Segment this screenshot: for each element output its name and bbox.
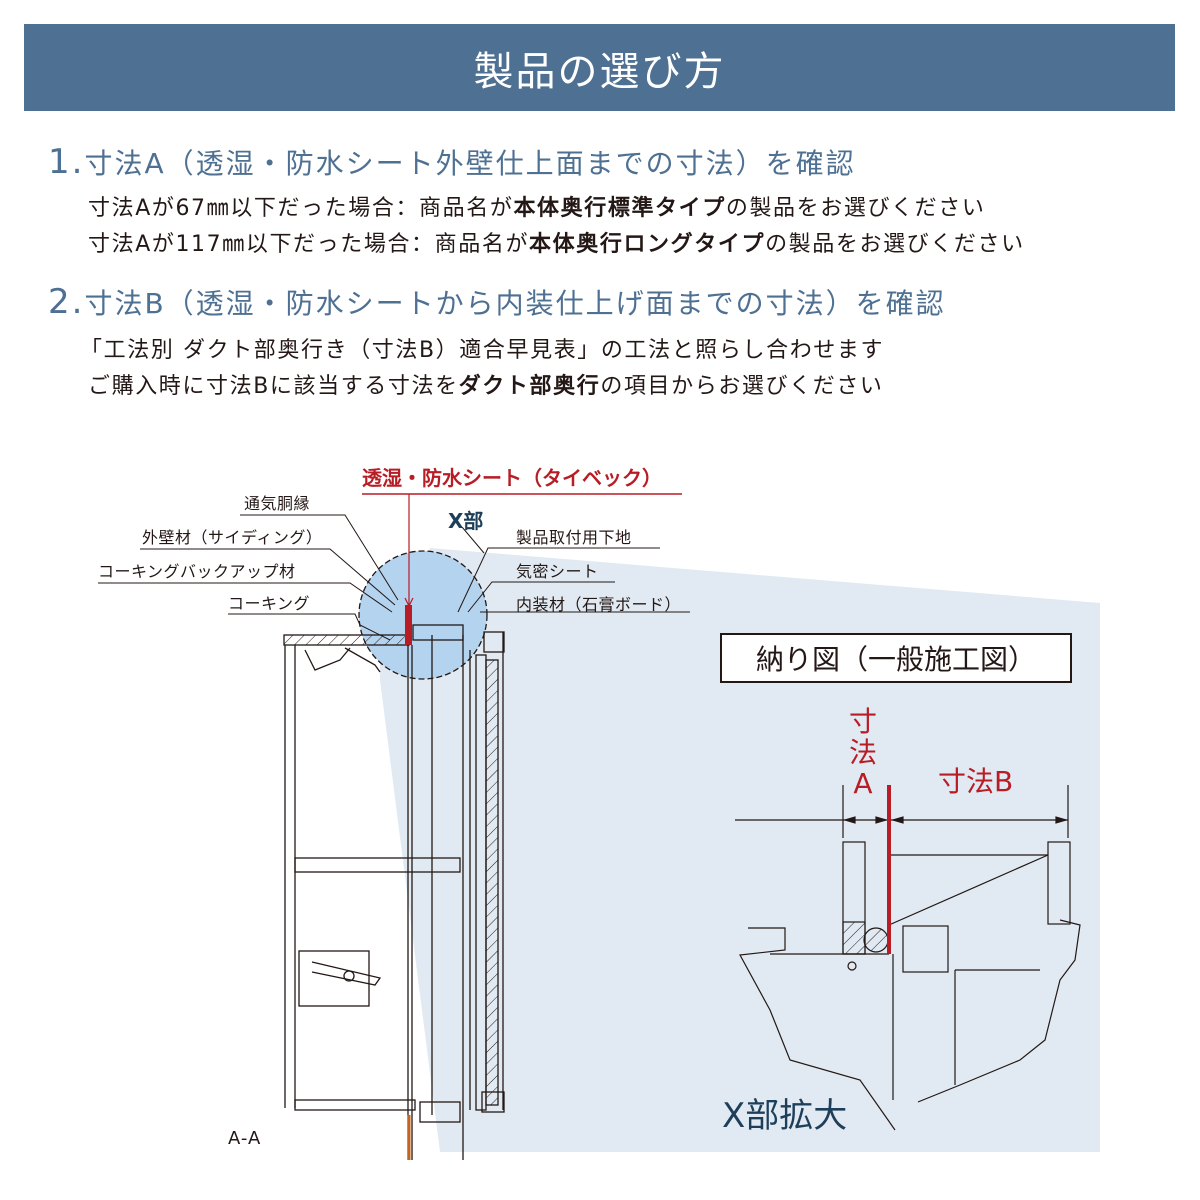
- sheet-red-segment: [405, 605, 412, 645]
- sheet-label: 透湿・防水シート（タイベック）: [362, 466, 662, 490]
- dimension-a-label: 寸 法 A: [848, 705, 877, 800]
- x-part-enlarged-label: X部拡大: [722, 1096, 848, 1136]
- label-airtight-sheet: 気密シート: [516, 562, 599, 581]
- enlargement-panel: [380, 603, 1100, 1152]
- label-mounting-base: 製品取付用下地: [516, 528, 632, 547]
- label-caulking: コーキング: [228, 594, 311, 613]
- detail-title: 納り図（一般施工図）: [755, 643, 1036, 676]
- step-2-heading: 2.寸法B（透湿・防水シートから内装仕上げ面までの寸法）を確認: [48, 282, 946, 322]
- duct-depth-item: ダクト部奥行: [458, 374, 601, 399]
- section-label: A-A: [228, 1128, 262, 1149]
- step-number: 1.: [48, 142, 85, 182]
- step-1-line-2: 寸法Aが117㎜以下だった場合：商品名が本体奥行ロングタイプの製品をお選びくださ…: [88, 232, 1025, 257]
- detail-title-box: 納り図（一般施工図）: [720, 633, 1072, 683]
- label-gypsum-board: 内装材（石膏ボード）: [516, 595, 682, 614]
- dimension-b-label: 寸法B: [938, 765, 1014, 798]
- title-banner: 製品の選び方: [24, 24, 1175, 111]
- step-title: 寸法B（透湿・防水シートから内装仕上げ面までの寸法）を確認: [84, 287, 946, 320]
- product-type-standard: 本体奥行標準タイプ: [513, 196, 726, 221]
- step-1-line-1: 寸法Aが67㎜以下だった場合：商品名が本体奥行標準タイプの製品をお選びください: [88, 196, 986, 221]
- step-2-line-2: ご購入時に寸法Bに該当する寸法をダクト部奥行の項目からお選びください: [88, 374, 884, 399]
- page-title: 製品の選び方: [473, 48, 726, 95]
- section-a-a-drawing: [283, 624, 505, 1160]
- left-leader-lines: [98, 514, 690, 641]
- product-type-long: 本体奥行ロングタイプ: [529, 232, 766, 257]
- label-ventilation-batten: 通気胴縁: [244, 494, 311, 513]
- label-exterior-siding: 外壁材（サイディング）: [142, 528, 323, 547]
- step-title: 寸法A（透湿・防水シート外壁仕上面までの寸法）を確認: [84, 147, 856, 180]
- step-2-line-1: 「工法別 ダクト部奥行き（寸法B）適合早見表」の工法と照らし合わせます: [80, 338, 885, 363]
- detail-drawing: [735, 785, 1081, 1131]
- x-part-label: X部: [448, 509, 484, 533]
- label-caulking-backup: コーキングバックアップ材: [98, 562, 296, 581]
- x-part-circle: [358, 550, 488, 680]
- step-number: 2.: [48, 282, 85, 322]
- step-1-heading: 1.寸法A（透湿・防水シート外壁仕上面までの寸法）を確認: [48, 142, 856, 182]
- enlargement-cone: [380, 548, 1100, 680]
